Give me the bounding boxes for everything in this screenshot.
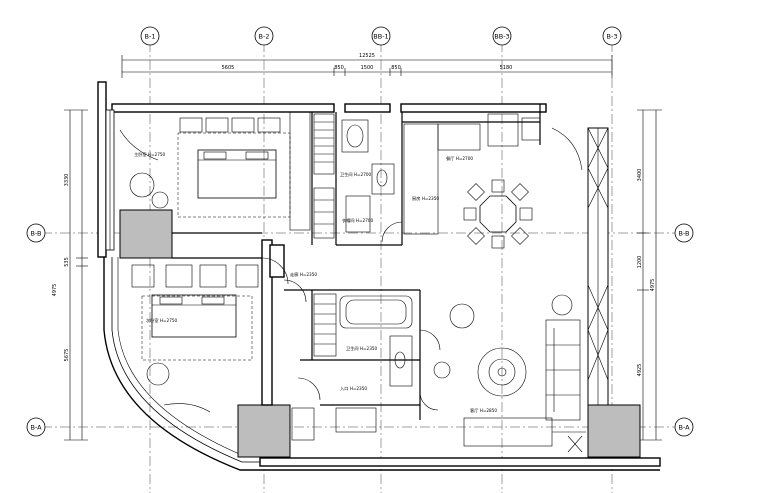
room-label: 厨房 H=2350 (412, 195, 439, 202)
dim-seg: 850 (334, 65, 344, 71)
dim-seg: 850 (391, 65, 401, 71)
structural-columns (119, 209, 641, 458)
room-label: 客厅 H=2850 (470, 407, 497, 414)
dim-right: 3400 (637, 169, 643, 182)
room-label: 卫生间 H=2700 (340, 171, 372, 178)
door-swings (261, 221, 441, 411)
room-label: 主卧室 H=2750 (134, 151, 166, 158)
room-label: 次卧室 H=2750 (146, 317, 178, 324)
room-label: 餐厅 H=2700 (446, 155, 473, 162)
axis-bubbles-top: B-1 B-2 BB-1 BB-3 B-3 (140, 26, 622, 46)
dim-left: 3330 (64, 174, 70, 187)
dim-seg: 5180 (500, 65, 513, 71)
room-label: 走廊 H=2350 (290, 271, 317, 278)
dim-seg: 5605 (222, 65, 235, 71)
dim-right: 4975 (650, 279, 656, 292)
dim-right: 1200 (637, 256, 643, 269)
axis-tag: B-1 (145, 33, 156, 41)
exterior-walls (97, 81, 661, 471)
dim-total: 12525 (359, 53, 375, 59)
dim-left: 5675 (64, 349, 70, 362)
room-label: 卫生间 H=2350 (346, 345, 378, 352)
room-label: 衣帽间 H=2700 (342, 217, 374, 224)
dimension-right: 3400 1200 4975 4925 (637, 109, 662, 441)
room-label: 入口 H=2350 (340, 386, 367, 391)
second-bath-fixtures (291, 293, 413, 441)
dimension-left: 3330 535 4975 5675 (52, 109, 88, 441)
second-bedroom-furniture (131, 264, 259, 413)
master-bedroom-furniture (119, 111, 311, 231)
interior-walls (172, 104, 541, 420)
axis-tag: B-B (30, 230, 41, 238)
room-labels: 主卧室 H=2750 卫生间 H=2700 衣帽间 H=2700 餐厅 H=27… (134, 151, 497, 414)
dining-furniture (403, 113, 583, 249)
dim-seg: 1500 (361, 65, 374, 71)
axis-bubbles-side: B-B B-B B-A B-A (26, 223, 694, 437)
master-bath-fixtures (313, 113, 395, 239)
axis-tag: B-A (30, 424, 42, 432)
axis-tag: B-A (678, 424, 690, 432)
axis-tag: BB-3 (494, 33, 509, 41)
dim-right: 4925 (637, 364, 643, 377)
dimension-top: 12525 5605 850 1500 850 5180 (121, 53, 613, 78)
dim-left: 4975 (52, 284, 58, 297)
dim-left: 535 (64, 257, 70, 267)
axis-tag: B-3 (607, 33, 618, 41)
axis-tag: BB-1 (373, 33, 388, 41)
axis-tag: B-B (678, 230, 689, 238)
living-furniture (433, 294, 586, 453)
axis-tag: B-2 (259, 33, 270, 41)
